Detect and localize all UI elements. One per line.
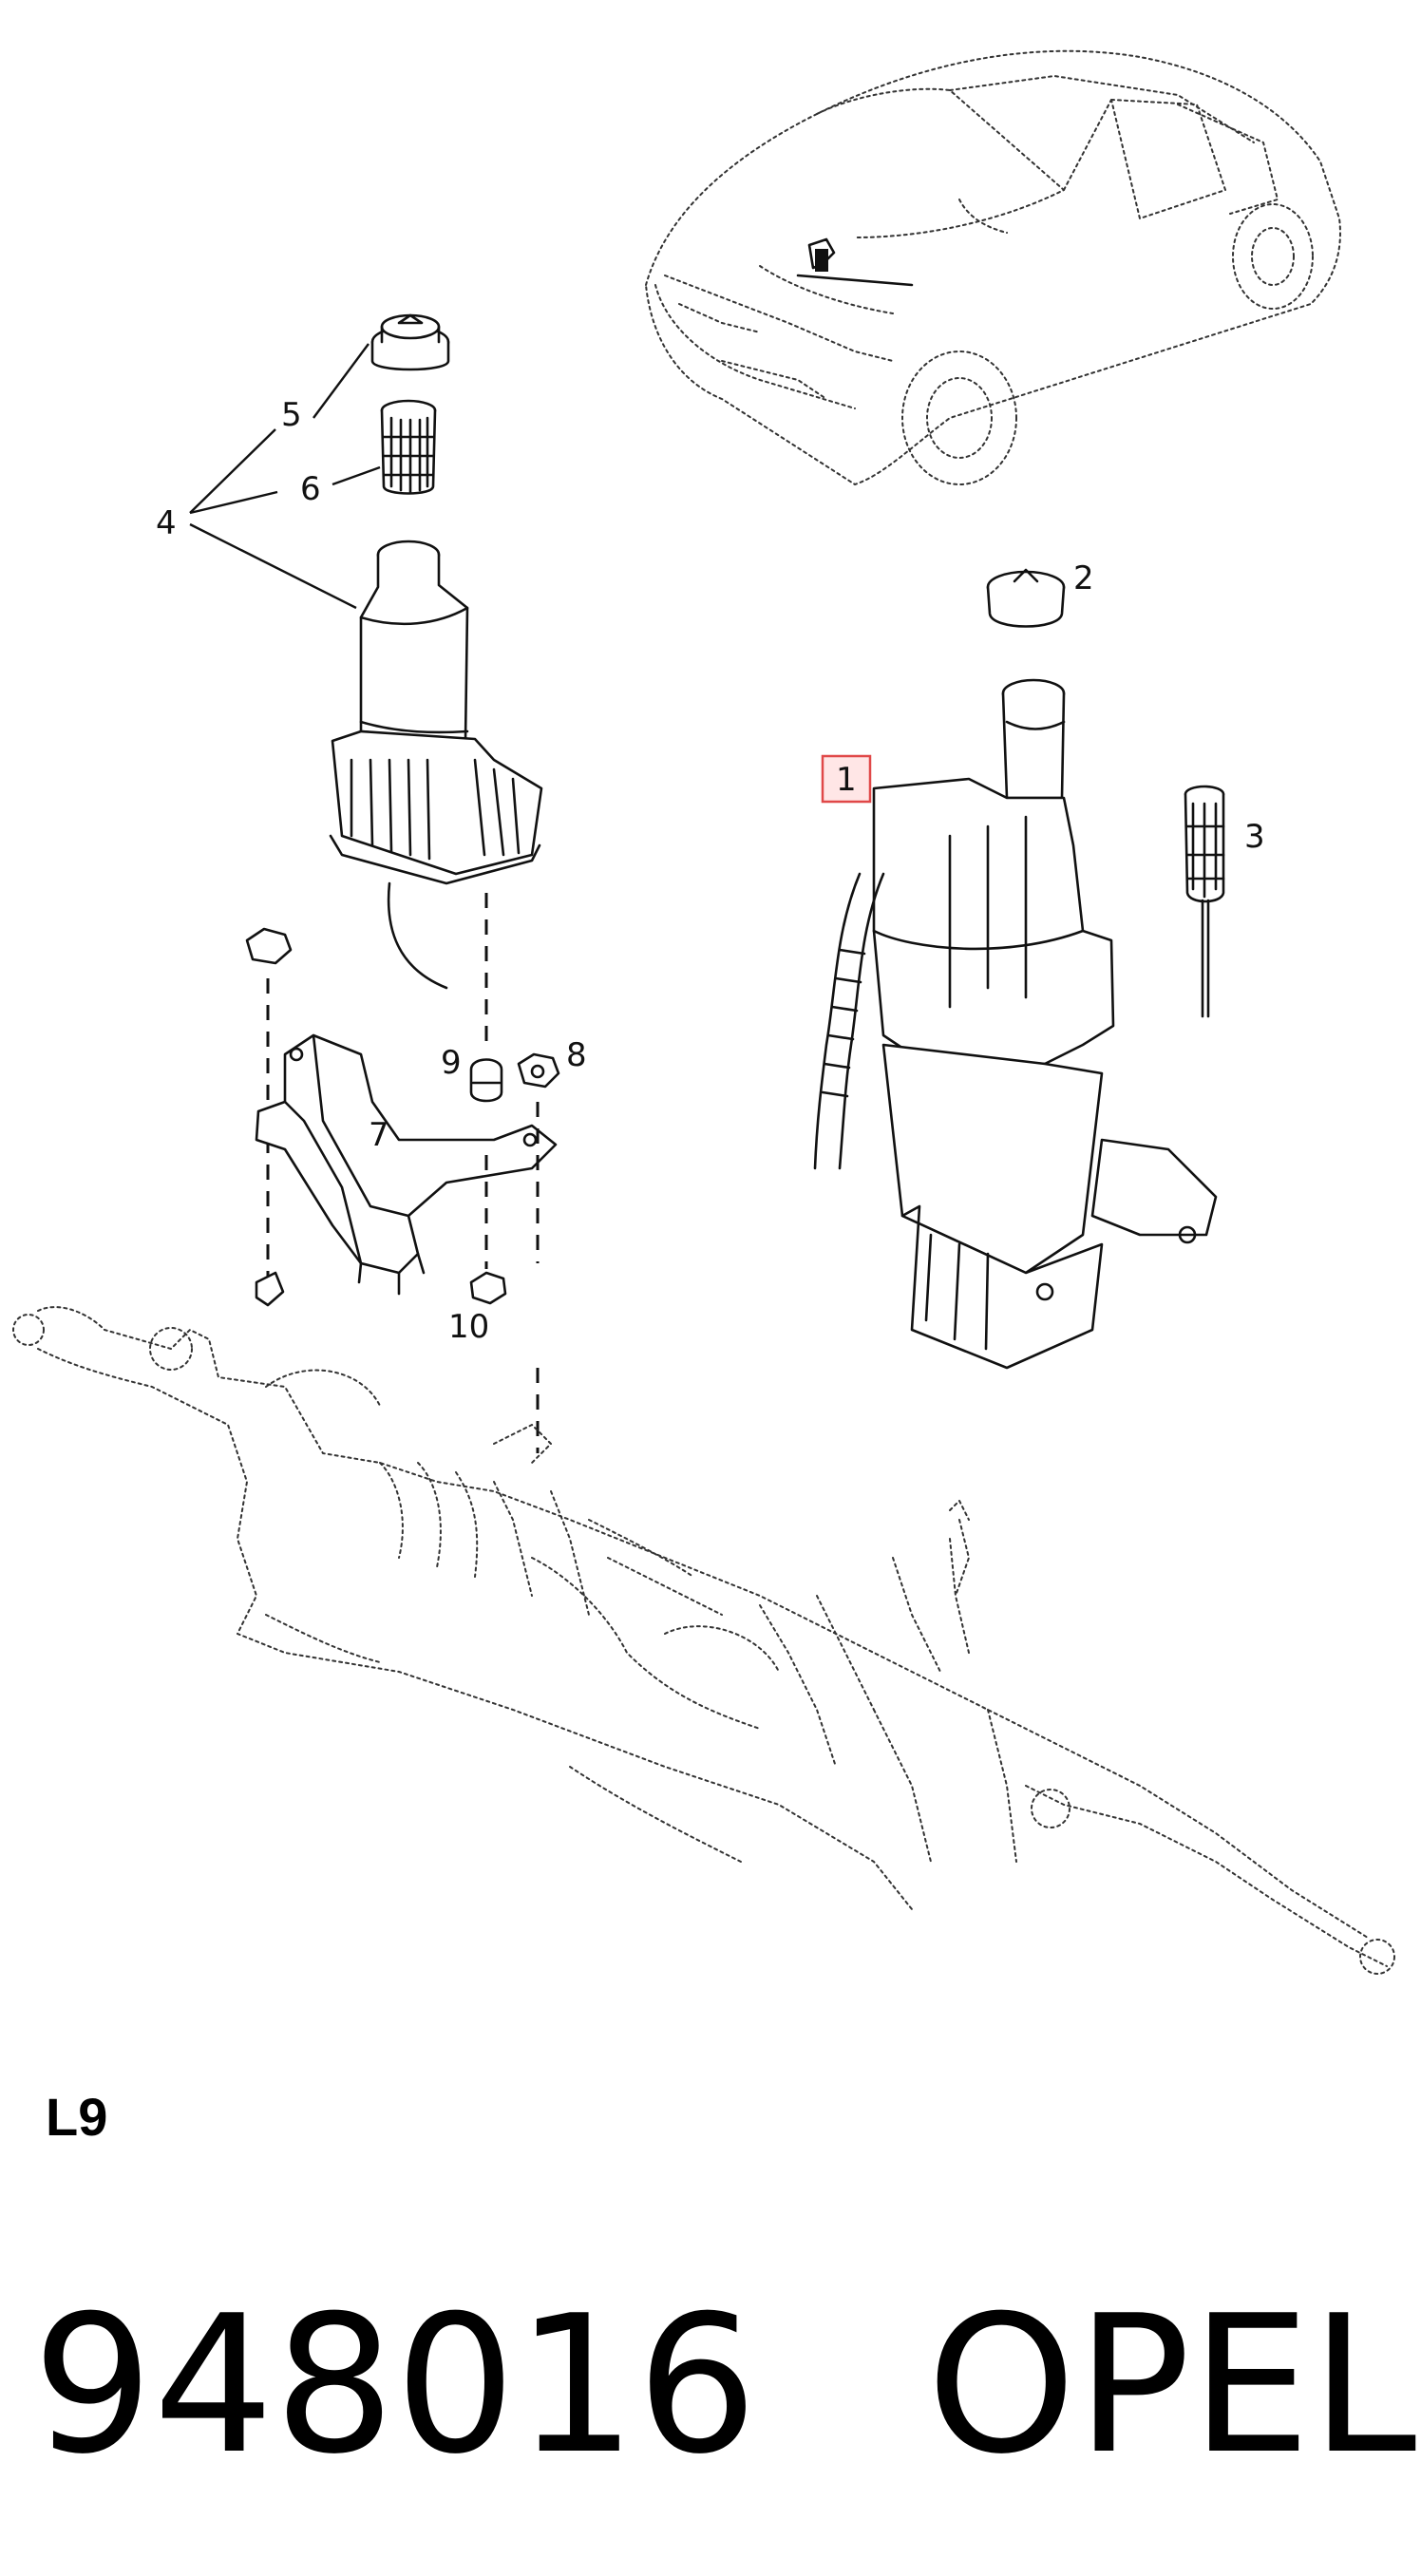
callout-6: 6 xyxy=(300,470,321,508)
callout-labels: 1 2 3 4 5 6 7 8 9 10 xyxy=(156,396,1265,1346)
diagram-code: L9 xyxy=(46,2087,108,2147)
bracket-and-fasteners xyxy=(245,893,560,1453)
callout-8: 8 xyxy=(566,1036,587,1074)
callout-1: 1 xyxy=(836,761,857,799)
callout-2: 2 xyxy=(1073,559,1094,597)
car-overview-illustration xyxy=(645,49,1341,485)
callout-10: 10 xyxy=(448,1308,489,1346)
parts-diagram: 1 2 3 4 5 6 7 8 9 10 xyxy=(12,49,1395,1975)
part-number: 948016 xyxy=(32,2275,758,2496)
callout-5: 5 xyxy=(281,396,302,434)
reservoir-assembly-right xyxy=(813,568,1225,1370)
callout-9: 9 xyxy=(441,1044,462,1082)
steering-rack-illustration xyxy=(12,1306,1395,1975)
brand-name: OPEL xyxy=(926,2275,1417,2496)
callout-3: 3 xyxy=(1244,818,1265,856)
callout-4: 4 xyxy=(156,504,177,542)
callout-7: 7 xyxy=(369,1116,389,1154)
reservoir-assembly-left xyxy=(189,313,543,990)
